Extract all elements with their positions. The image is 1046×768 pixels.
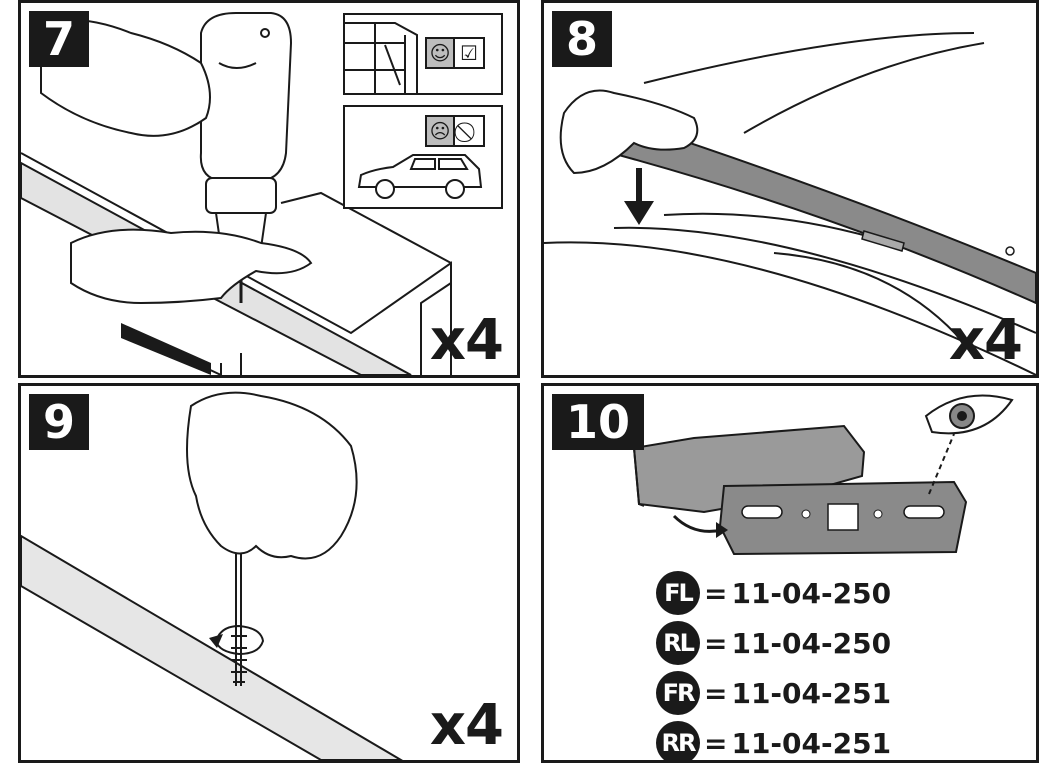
allen-key-illustration <box>21 391 403 760</box>
step-9-panel: 9 x4 <box>18 383 520 763</box>
rotate-icon <box>209 634 223 648</box>
sad-face-icon: ☹ <box>427 117 455 145</box>
foot-pad-illustration <box>632 394 1014 556</box>
eye-icon <box>924 394 1014 435</box>
part-code: 11-04-250 <box>731 626 892 660</box>
step-8-panel: 8 x4 <box>541 0 1039 378</box>
equals-sign: = <box>704 626 728 660</box>
roof-rail-illustration <box>544 32 1036 375</box>
car-icon <box>357 154 483 199</box>
equals-sign: = <box>704 576 728 610</box>
part-code: 11-04-251 <box>731 726 892 760</box>
incorrect-example-inset: ☹ ⃠ <box>343 105 503 209</box>
drill-illustration <box>21 12 452 375</box>
forbidden-badge: ☹ ⃠ <box>425 115 485 147</box>
step-number: 9 <box>29 394 90 450</box>
repeat-count: x4 <box>948 308 1023 373</box>
prohibited-icon: ⃠ <box>455 117 483 145</box>
part-code-row: RR = 11-04-251 <box>656 718 892 760</box>
part-code-row: FR = 11-04-251 <box>656 668 891 718</box>
equals-sign: = <box>704 726 728 760</box>
equals-sign: = <box>704 676 728 710</box>
part-number-label: 11-04-xxx-x <box>906 509 942 516</box>
step-number: 7 <box>29 11 90 67</box>
step-number: 8 <box>552 11 613 67</box>
approved-badge: ☺ ☑ <box>425 37 485 69</box>
step-number: 10 <box>552 394 645 450</box>
repeat-count: x4 <box>429 693 504 758</box>
position-badge: RR <box>656 721 700 760</box>
part-code-row: FL = 11-04-250 <box>656 568 891 618</box>
position-badge: FL <box>656 571 700 615</box>
repeat-count: x4 <box>429 308 504 373</box>
checkbox-checked-icon: ☑ <box>460 41 478 65</box>
smiley-face-icon: ☺ <box>427 39 455 67</box>
step-7-panel: 7 <box>18 0 520 378</box>
part-code: 11-04-251 <box>731 676 892 710</box>
step-10-panel: 10 11-04-xxx-x FL = 11-04-250 RL <box>541 383 1039 763</box>
correct-example-inset: ☺ ☑ <box>343 13 503 95</box>
position-badge: FR <box>656 671 700 715</box>
part-code-row: RL = 11-04-250 <box>656 618 891 668</box>
part-code-list: FL = 11-04-250 RL = 11-04-250 FR = 11-04… <box>656 568 892 760</box>
shelf-illustration <box>345 22 418 93</box>
part-code: 11-04-250 <box>731 576 892 610</box>
position-badge: RL <box>656 621 700 665</box>
